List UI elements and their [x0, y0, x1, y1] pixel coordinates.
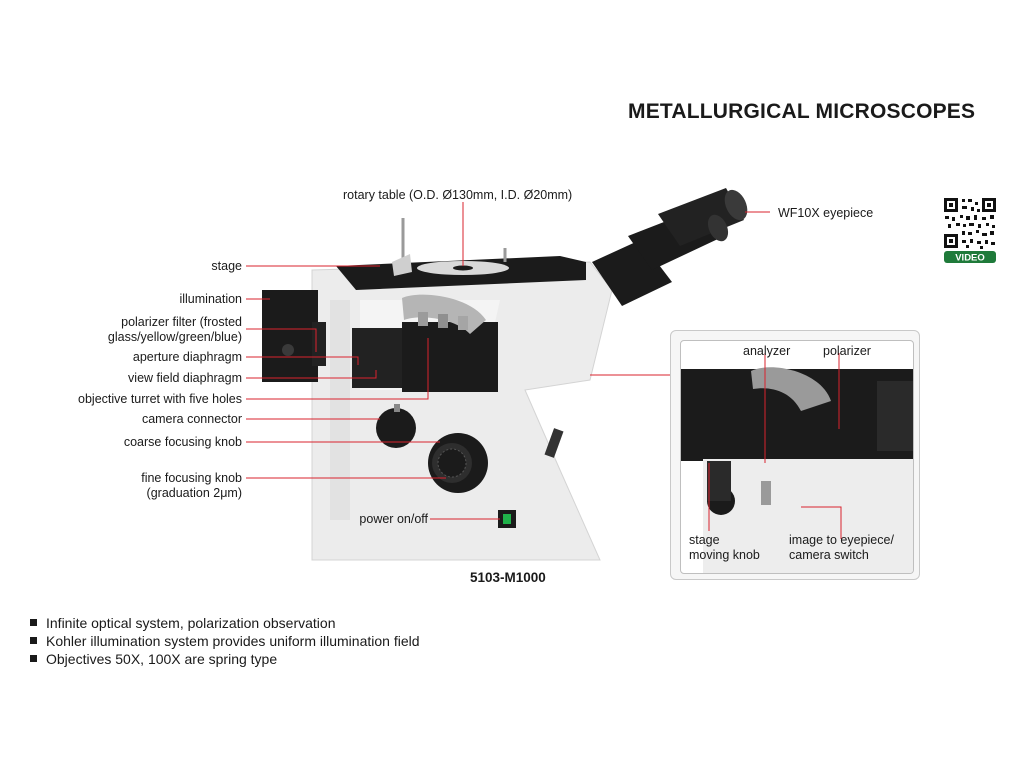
model-number: 5103-M1000: [470, 570, 546, 585]
label-rotary-table: rotary table (O.D. Ø130mm, I.D. Ø20mm): [343, 188, 573, 202]
inset-label-switch-line2: camera switch: [789, 548, 869, 562]
label-power: power on/off: [359, 512, 428, 526]
qr-code-icon[interactable]: VIDEO: [942, 196, 998, 264]
inset-label-analyzer: analyzer: [743, 344, 791, 358]
label-camera-connector: camera connector: [141, 412, 242, 426]
label-aperture-diaphragm: aperture diaphragm: [132, 350, 242, 364]
inset-label-switch: image to eyepiece/ camera switch: [789, 533, 894, 563]
feature-list: Infinite optical system, polarization ob…: [28, 614, 420, 668]
label-fine-focusing-knob-line1: fine focusing knob: [141, 471, 242, 485]
inset-label-stage-knob-line1: stage: [689, 533, 720, 547]
label-polarizer-filter-line2: glass/yellow/green/blue): [107, 330, 242, 344]
feature-item: Infinite optical system, polarization ob…: [28, 614, 420, 632]
label-polarizer-filter: polarizer filter (frosted glass/yellow/g…: [108, 315, 242, 345]
feature-item: Objectives 50X, 100X are spring type: [28, 650, 420, 668]
label-coarse-focusing-knob: coarse focusing knob: [123, 435, 242, 449]
label-illumination: illumination: [179, 292, 242, 306]
label-stage: stage: [211, 259, 242, 273]
label-objective-turret: objective turret with five holes: [78, 392, 242, 406]
inset-label-switch-line1: image to eyepiece/: [789, 533, 894, 547]
inset-label-polarizer: polarizer: [823, 344, 871, 358]
inset-label-stage-knob-line2: moving knob: [689, 548, 760, 562]
label-fine-focusing-knob: fine focusing knob (graduation 2μm): [141, 471, 242, 501]
label-polarizer-filter-line1: polarizer filter (frosted: [121, 315, 242, 329]
page-title: METALLURGICAL MICROSCOPES: [628, 100, 976, 123]
feature-item: Kohler illumination system provides unif…: [28, 632, 420, 650]
video-badge: VIDEO: [955, 253, 985, 264]
inset-detail: [680, 340, 914, 574]
label-fine-focusing-knob-line2: (graduation 2μm): [146, 486, 242, 500]
inset-label-stage-knob: stage moving knob: [689, 533, 760, 563]
label-eyepiece: WF10X eyepiece: [778, 206, 874, 220]
label-view-field-diaphragm: view field diaphragm: [128, 371, 242, 385]
